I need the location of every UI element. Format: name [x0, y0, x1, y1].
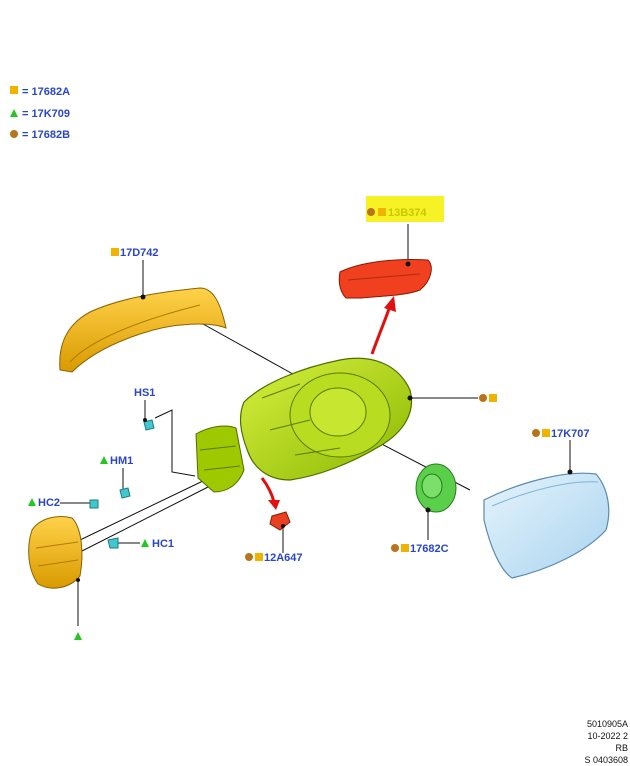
circle-marker-icon	[391, 544, 399, 552]
arrow-head-2-icon	[268, 500, 280, 510]
arrow-to-signal-icon	[370, 305, 392, 355]
arrow-head-icon	[384, 296, 396, 312]
mirror-housing	[195, 357, 413, 493]
arrow-to-12A647-icon	[260, 477, 276, 503]
screw-HC2-icon	[89, 499, 99, 509]
label-13B374: 13B374	[388, 207, 427, 219]
mirror-cover-17D742	[59, 287, 227, 373]
base-cover	[28, 516, 83, 589]
circle-marker-icon	[479, 394, 487, 402]
triangle-marker-icon	[100, 456, 108, 464]
label-HC2: HC2	[38, 497, 60, 509]
screw-HM1-icon	[119, 487, 131, 499]
triangle-marker-icon	[28, 498, 36, 506]
legend-label-17K709: = 17K709	[22, 108, 70, 120]
drawing-reference: 5010905A 10-2022 2 RB S 0403608	[584, 718, 628, 766]
motor-17682C	[415, 463, 457, 513]
square-marker-icon	[378, 208, 386, 216]
triangle-marker-icon	[74, 632, 82, 640]
circle-marker-icon	[367, 208, 375, 216]
reference-code: S 0403608	[584, 755, 628, 765]
reference-date: 10-2022 2	[587, 731, 628, 741]
label-12A647: 12A647	[264, 552, 303, 564]
fasteners	[89, 418, 155, 549]
screw-HS1-icon	[143, 419, 155, 431]
legend-square-icon	[10, 86, 18, 94]
legend-triangle-icon	[10, 109, 18, 117]
circle-marker-icon	[532, 429, 540, 437]
circle-marker-icon	[245, 553, 253, 561]
legend-circle-icon	[10, 130, 18, 138]
mirror-glass-17K707	[483, 469, 610, 579]
label-17K707: 17K707	[551, 428, 590, 440]
reference-number: 5010905A	[586, 719, 628, 729]
label-17D742: 17D742	[120, 247, 159, 259]
square-marker-icon	[489, 394, 497, 402]
legend-label-17682B: = 17682B	[22, 129, 70, 141]
square-marker-icon	[542, 429, 550, 437]
turn-signal-lamp-13B374	[338, 259, 432, 299]
square-marker-icon	[401, 544, 409, 552]
label-HC1: HC1	[152, 538, 174, 550]
reference-side: RB	[615, 743, 628, 753]
clip-12A647	[269, 511, 291, 531]
label-HS1: HS1	[134, 387, 155, 399]
screw-HC1-icon	[107, 537, 119, 549]
label-HM1: HM1	[110, 455, 133, 467]
legend-label-17682A: = 17682A	[22, 86, 70, 98]
part-labels: 13B374 17D742 HS1 HM1 HC2 HC1 17K707 176…	[28, 196, 590, 640]
legend: = 17682A = 17K709 = 17682B	[10, 86, 70, 141]
triangle-marker-icon	[141, 539, 149, 547]
label-17682C: 17682C	[410, 543, 449, 555]
square-marker-icon	[255, 553, 263, 561]
square-marker-icon	[111, 248, 119, 256]
